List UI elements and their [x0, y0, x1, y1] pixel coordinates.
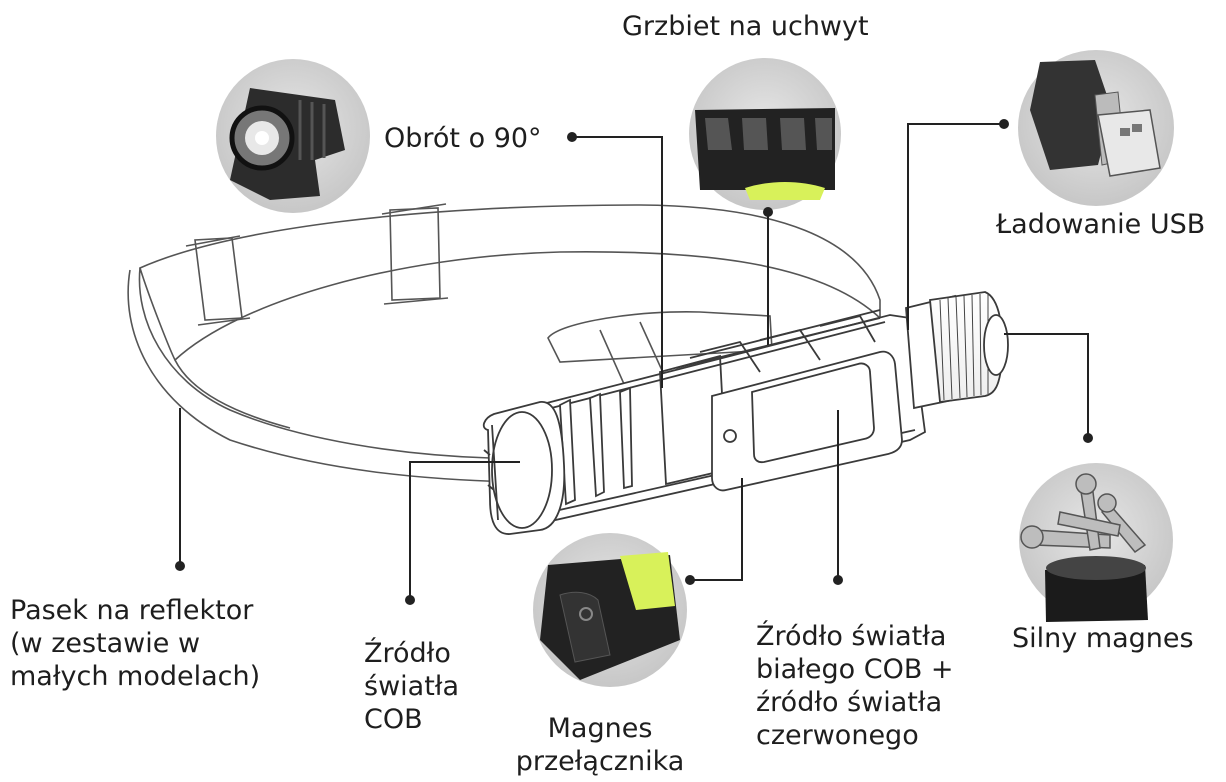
label-strap-line-3: małych modelach) [10, 660, 260, 693]
detail-circle-lens [216, 59, 370, 213]
label-cob-line-1: Źródło [364, 637, 459, 670]
label-strap-line-2: (w zestawie w [10, 627, 260, 660]
label-ridge: Grzbiet na uchwyt [622, 10, 869, 43]
label-strap-line-1: Pasek na reflektor [10, 594, 260, 627]
detail-circle-magnet [1019, 463, 1173, 622]
label-switch-magnet: Magnes przełącznika [505, 712, 695, 778]
detail-circle-usb [1018, 50, 1174, 206]
label-white-red-line-1: Źródło światła [756, 620, 954, 653]
label-cob-line-2: światła [364, 670, 459, 703]
label-cob-line-3: COB [364, 703, 459, 736]
detail-circle-switch [533, 533, 687, 687]
label-rotation: Obrót o 90° [384, 122, 542, 155]
label-white-red: Źródło światła białego COB + źródło świa… [756, 620, 954, 752]
usb-end-cap [906, 292, 1008, 408]
label-magnet: Silny magnes [1012, 622, 1194, 655]
label-white-red-line-2: białego COB + [756, 653, 954, 686]
label-switch-magnet-line-2: przełącznika [505, 745, 695, 778]
label-white-red-line-4: czerwonego [756, 719, 954, 752]
label-usb: Ładowanie USB [996, 208, 1205, 241]
label-strap: Pasek na reflektor (w zestawie w małych … [10, 594, 260, 693]
label-white-red-line-3: źródło światła [756, 686, 954, 719]
label-cob: Źródło światła COB [364, 637, 459, 736]
label-switch-magnet-line-1: Magnes [505, 712, 695, 745]
detail-circle-ridge [689, 58, 841, 210]
